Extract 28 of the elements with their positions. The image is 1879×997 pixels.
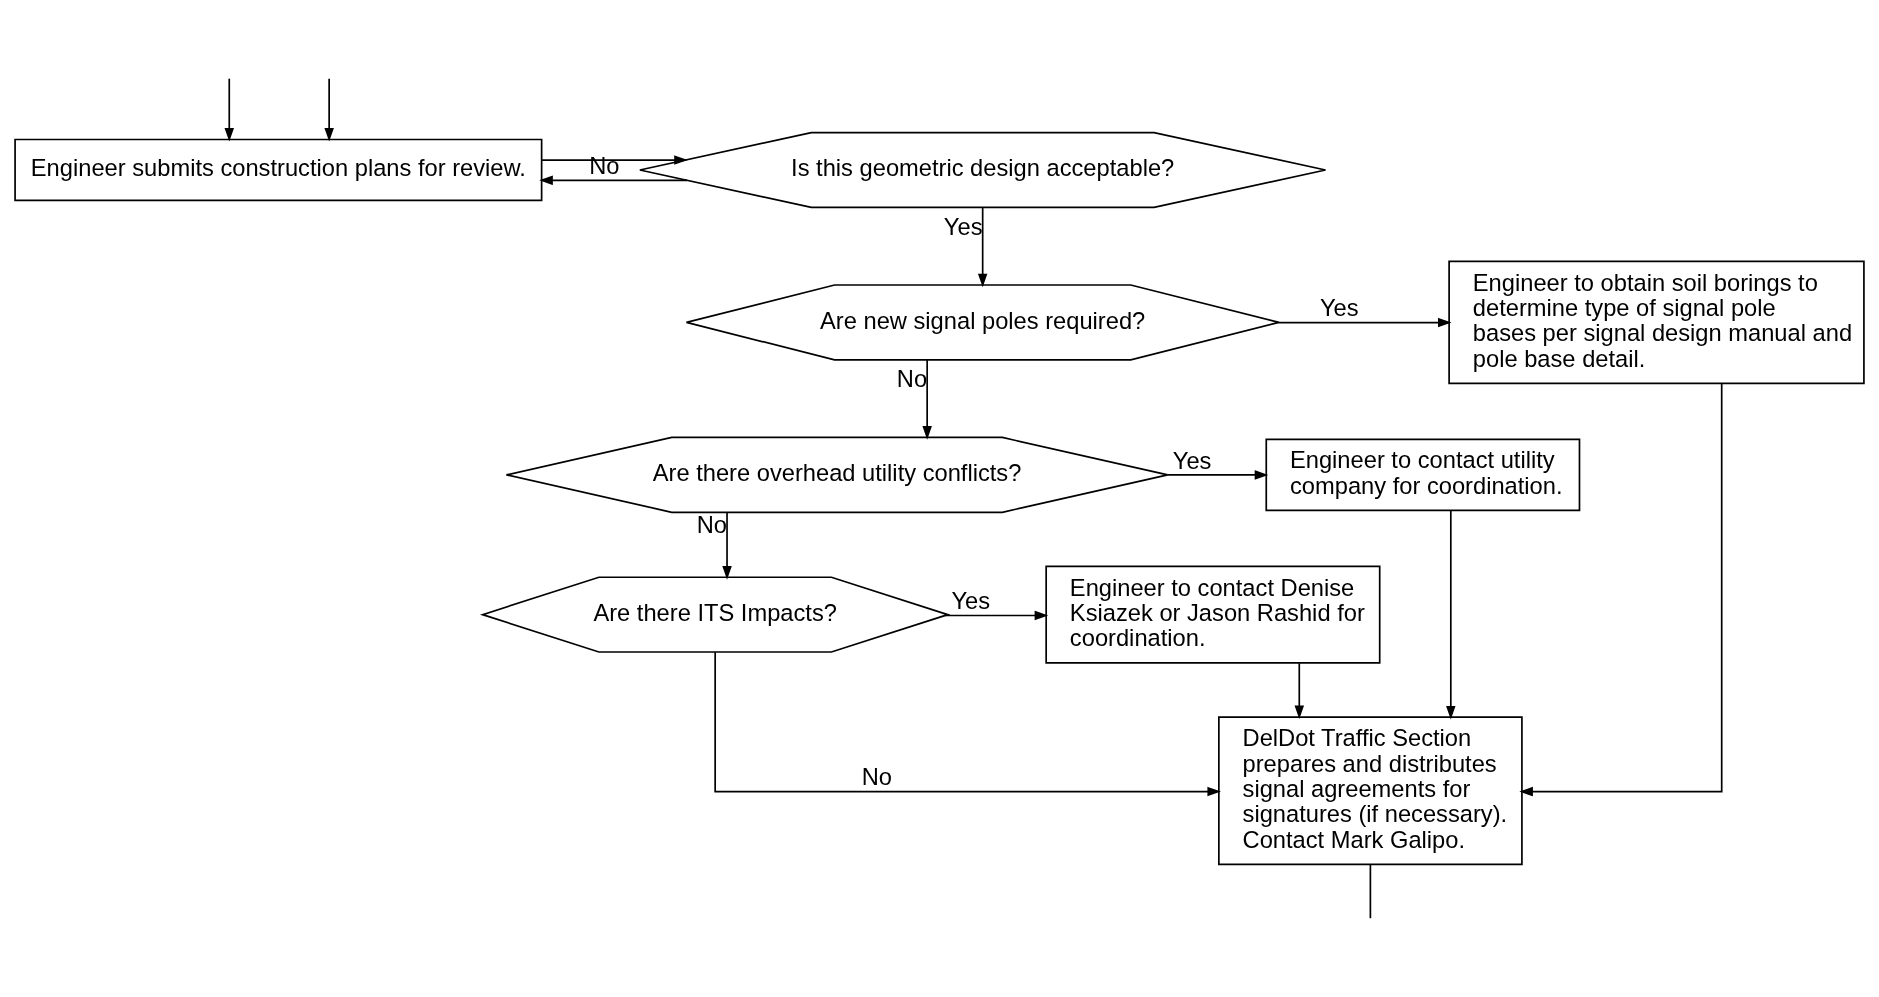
edge-label: Yes [1319,295,1359,322]
edge-label: No [861,764,892,791]
arrow [977,206,988,288]
connector [1369,863,1372,920]
arrow [541,155,688,165]
arrow [714,651,1221,797]
arrow [1277,317,1452,328]
edge-label: Yes [943,213,983,240]
arrow [944,610,1049,621]
edge-label: Yes [1172,447,1212,474]
arrow [1294,662,1305,720]
arrow [722,511,732,580]
edge-label: Yes [951,588,991,615]
edge-label: No [896,366,928,393]
node-box: Engineer submits construction plans for review. [14,138,543,202]
arrow [1166,470,1269,480]
edge-label: No [696,512,727,539]
edge-label: No [589,152,620,179]
arrow [1519,382,1723,797]
arrow [224,77,234,142]
arrow [324,77,334,142]
arrow [1446,509,1456,720]
arrow [922,359,932,440]
node-box: Engineer to obtain soil borings to determine type of signal pole bases per signal design manual and pole base detail. [1448,260,1865,385]
arrow [539,175,688,186]
node-box: DelDot Traffic Section prepares and distributes signal agreements for signatures (if necessary). Contact Mark Galipo. [1218,716,1523,866]
node-box: Engineer to contact utility company for coordination. [1265,438,1581,512]
node-box: Engineer to contact Denise Ksiazek or Jason Rashid for coordination. [1045,565,1381,664]
